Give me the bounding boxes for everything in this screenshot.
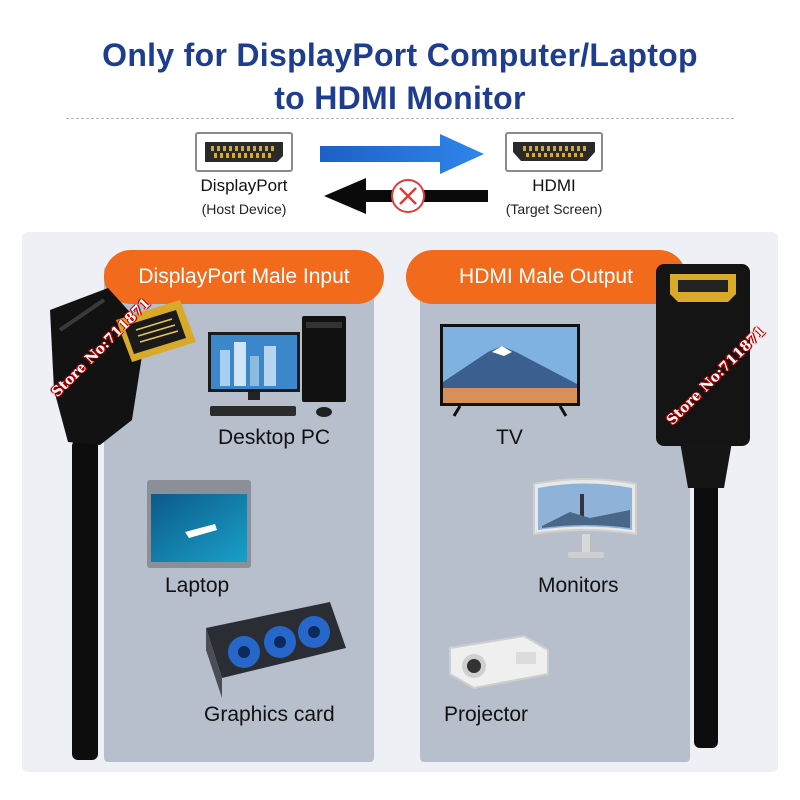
graphics-card-icon: [206, 602, 346, 698]
displayport-port-icon: [195, 132, 293, 172]
device-monitors: Monitors: [538, 574, 619, 597]
displayport-cable-icon: [50, 288, 196, 760]
divider: [66, 118, 734, 119]
source-port-role: (Host Device): [201, 201, 287, 217]
input-heading: DisplayPort Male Input: [104, 250, 384, 304]
device-projector: Projector: [444, 703, 529, 726]
device-desktop-pc: Desktop PC: [218, 426, 331, 449]
laptop-icon: [147, 480, 251, 568]
title-line-1: Only for DisplayPort Computer/Laptop: [102, 37, 698, 73]
hdmi-port-icon: [505, 132, 603, 172]
hdmi-adapter-icon: [656, 264, 750, 748]
title-line-2: to HDMI Monitor: [274, 80, 526, 116]
monitor-icon: [533, 478, 637, 558]
desktop-pc-icon: [208, 316, 346, 417]
device-laptop: Laptop: [165, 574, 230, 597]
source-port-name: DisplayPort: [200, 176, 288, 195]
device-tv: TV: [496, 426, 523, 449]
tv-icon: [440, 324, 580, 417]
page-title: Only for DisplayPort Computer/Laptop to …: [0, 34, 800, 120]
output-heading: HDMI Male Output: [406, 250, 686, 304]
forward-arrow-icon: [320, 134, 484, 174]
x-circle-icon: [391, 179, 425, 213]
target-port-role: (Target Screen): [505, 201, 603, 217]
target-port-name: HDMI: [532, 176, 576, 195]
projector-icon: [449, 634, 549, 690]
device-graphics-card: Graphics card: [204, 703, 335, 726]
